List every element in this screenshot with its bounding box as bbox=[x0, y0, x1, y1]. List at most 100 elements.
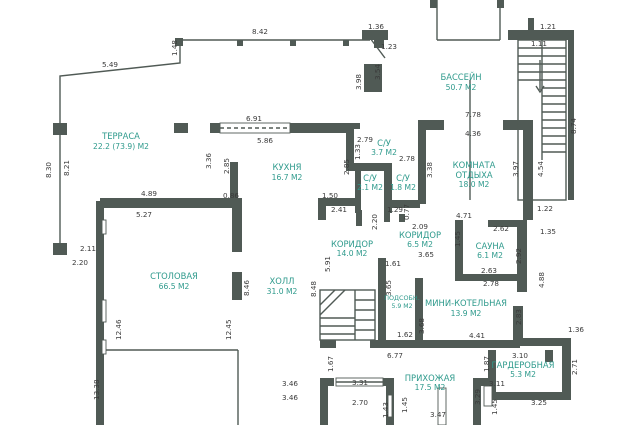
room-wc3-area: 1.8 М2 bbox=[390, 183, 416, 192]
room-pool-area: 50.7 М2 bbox=[446, 83, 477, 92]
dim-label: 6.91 bbox=[246, 114, 262, 123]
dim-label: 2.20 bbox=[370, 214, 379, 230]
room-dining-name: СТОЛОВАЯ bbox=[150, 271, 198, 281]
dim-label: 3.10 bbox=[512, 351, 528, 360]
dim-label: 2.79 bbox=[357, 135, 373, 144]
room-corridor2-name: КОРИДОР bbox=[399, 230, 441, 240]
dim-label: 6.77 bbox=[387, 351, 403, 360]
dim-label: 8.21 bbox=[62, 160, 71, 176]
dim-label: 3.38 bbox=[425, 162, 434, 178]
room-corridor1-area: 14.0 М2 bbox=[337, 249, 368, 258]
dim-label: 3.97 bbox=[511, 161, 520, 177]
room-rest-name-2: ОТДЫХА bbox=[455, 170, 492, 180]
dim-label: 5.86 bbox=[257, 136, 273, 145]
room-boiler-area: 13.9 М2 bbox=[451, 309, 482, 318]
dim-label: 3.65 bbox=[418, 250, 434, 259]
dim-label: 2.62 bbox=[493, 224, 509, 233]
room-hall-area: 31.0 М2 bbox=[267, 287, 298, 296]
dim-label: 3.46 bbox=[282, 393, 298, 402]
dim-label: 0.77 bbox=[402, 204, 411, 220]
dim-label: 8.30 bbox=[44, 162, 53, 178]
dim-label: 1.62 bbox=[397, 330, 413, 339]
room-wc2-area: 2.1 М2 bbox=[357, 183, 383, 192]
room-wc2-name: С/У bbox=[363, 173, 377, 183]
dim-label: 2.20 bbox=[72, 258, 88, 267]
room-sauna-name: САУНА bbox=[476, 241, 505, 251]
room-terrace-name: ТЕРРАСА bbox=[101, 131, 140, 141]
dim-label: 2.78 bbox=[483, 279, 499, 288]
room-terrace-area: 22.2 (73.9) М2 bbox=[93, 142, 149, 151]
room-rest-name-1: КОМНАТА bbox=[453, 160, 496, 170]
dim-label: 1.35 bbox=[540, 227, 556, 236]
dim-label: 2.70 bbox=[352, 398, 368, 407]
dim-label: 2.41 bbox=[331, 205, 347, 214]
room-entry-area: 17.5 М2 bbox=[415, 383, 446, 392]
dim-label: 1.61 bbox=[385, 259, 401, 268]
dim-label: 3.98 bbox=[354, 74, 363, 90]
dim-label: 5.27 bbox=[136, 210, 152, 219]
room-rest-area: 18.0 М2 bbox=[459, 180, 490, 189]
dim-label: 2.85 bbox=[342, 159, 351, 175]
walls bbox=[53, 0, 574, 425]
room-sauna-area: 6.1 М2 bbox=[477, 251, 503, 260]
dim-label: 3.31 bbox=[352, 378, 368, 387]
room-hall-name: ХОЛЛ bbox=[270, 276, 295, 286]
dim-label: 4.89 bbox=[141, 189, 157, 198]
dim-label: 1.87 bbox=[482, 356, 491, 372]
dim-label: 8.42 bbox=[252, 27, 268, 36]
room-wc3-name: С/У bbox=[396, 173, 410, 183]
dim-label: 4.54 bbox=[536, 161, 545, 177]
dim-label: 4.41 bbox=[469, 331, 485, 340]
dim-label: 8.46 bbox=[242, 280, 251, 296]
dim-label: 1.36 bbox=[368, 22, 384, 31]
room-corridor1-name: КОРИДОР bbox=[331, 239, 373, 249]
dim-label: 1.43 bbox=[381, 402, 390, 418]
outline-lines bbox=[59, 0, 501, 425]
dim-label: 1.29 bbox=[387, 205, 403, 214]
room-utility-area: 5.9 М2 bbox=[391, 303, 412, 310]
dim-label: 1.21 bbox=[540, 22, 556, 31]
dim-label: 8.74 bbox=[569, 118, 578, 134]
dim-label: 3.47 bbox=[430, 410, 446, 419]
dim-label: 3.11 bbox=[489, 379, 505, 388]
dim-label: 3.25 bbox=[531, 398, 547, 407]
dim-label: 1.23 bbox=[381, 42, 397, 51]
dim-label: 2.71 bbox=[570, 359, 579, 375]
dim-label: 3.65 bbox=[384, 280, 393, 296]
dim-label: 1.45 bbox=[400, 397, 409, 413]
room-kitchen-name: КУХНЯ bbox=[273, 162, 302, 172]
dim-label: 13.38 bbox=[92, 379, 101, 400]
dim-label: 2.78 bbox=[399, 154, 415, 163]
room-kitchen-area: 16.7 М2 bbox=[272, 173, 303, 182]
room-pool-name: БАССЕЙН bbox=[440, 71, 481, 82]
dim-label: 1.50 bbox=[322, 191, 338, 200]
dim-label: 1.22 bbox=[537, 204, 553, 213]
dim-label: 1.11 bbox=[531, 39, 547, 48]
dim-label: 1.36 bbox=[568, 325, 584, 334]
room-entry-name: ПРИХОЖАЯ bbox=[405, 373, 456, 383]
dim-label: 7.78 bbox=[465, 110, 481, 119]
stairs bbox=[319, 39, 567, 341]
dim-label: 3.54 bbox=[373, 64, 382, 80]
dim-label: 2.85 bbox=[222, 158, 231, 174]
dim-label: 1.67 bbox=[326, 356, 335, 372]
dim-label: 3.29 bbox=[473, 389, 482, 405]
dim-label: 0.86 bbox=[223, 191, 239, 200]
dim-label: 8.48 bbox=[309, 281, 318, 297]
dim-label: 3.46 bbox=[282, 379, 298, 388]
room-corridor2-area: 6.5 М2 bbox=[407, 240, 433, 249]
room-utility-name: ПОДСОБН. bbox=[384, 294, 420, 302]
dim-label: 1.45 bbox=[453, 231, 462, 247]
room-wc1-area: 3.7 М2 bbox=[371, 148, 397, 157]
dim-label: 4.71 bbox=[456, 211, 472, 220]
room-wardrobe-name: ГАРДЕРОБНАЯ bbox=[492, 360, 555, 370]
room-dining-area: 66.5 М2 bbox=[159, 282, 190, 291]
dim-label: 2.09 bbox=[412, 222, 428, 231]
dim-label: 2.92 bbox=[514, 248, 523, 264]
dim-label: 3.68 bbox=[417, 318, 426, 334]
dim-label: 1.48 bbox=[170, 40, 179, 56]
room-boiler-name: МИНИ-КОТЕЛЬНАЯ bbox=[425, 298, 507, 308]
room-wc1-name: С/У bbox=[377, 138, 391, 148]
room-labels: ТЕРРАСА 22.2 (73.9) М2 КУХНЯ 16.7 М2 С/У… bbox=[93, 71, 554, 392]
